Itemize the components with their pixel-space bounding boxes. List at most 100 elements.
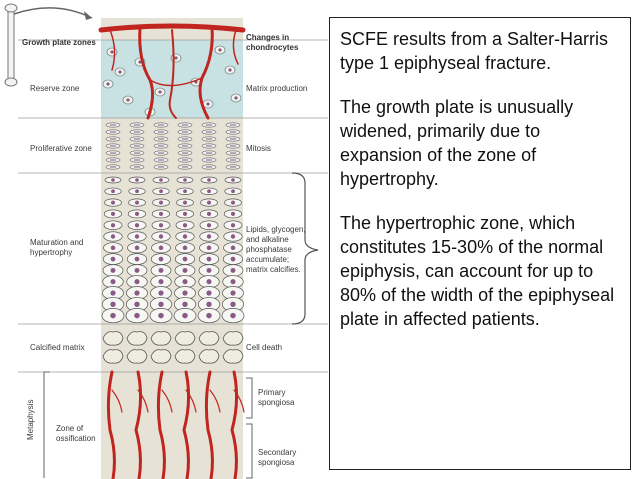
calcified-cell [150,331,172,346]
hypertrophic-chondrocyte [174,253,196,265]
hypertrophic-chondrocyte [101,297,125,312]
hypertrophic-chondrocyte [151,242,171,254]
header-growth-plate-zones: Growth plate zones [22,38,96,47]
label-hypertrophy-changes: Lipids, glycogen, and alkaline phosphata… [246,225,306,275]
growth-plate-diagram [4,3,328,479]
hypertrophic-chondrocyte [103,231,123,242]
label-maturation-line-1: Maturation and [30,238,84,247]
hypertrophic-chondrocyte [128,176,146,184]
blood-vessel [204,370,214,479]
hypertrophic-chondrocyte [103,220,123,230]
calcified-cell [198,331,220,346]
label-maturation-hypertrophy: Maturation and hypertrophy [30,238,83,258]
hypertrophic-chondrocyte [223,242,243,254]
hypertrophic-chondrocyte [103,242,123,254]
hypertrophic-chondrocyte [126,275,148,289]
hypertrophic-chondrocyte [152,176,170,184]
ossification-line-1: Zone of [56,424,84,433]
hypertrophic-chondrocyte [128,187,146,195]
blood-vessels [98,23,246,479]
hypertrophic-chondrocyte [127,209,147,219]
secondary-line-2: spongiosa [258,458,295,467]
hypertrophic-chondrocyte [199,209,219,219]
secondary-spongiosa-bracket [246,423,253,479]
calcified-cell [102,331,124,346]
calcified-cell [174,349,196,364]
hypertrophic-chondrocyte [222,264,244,277]
blood-vessel [149,77,203,87]
blood-vessel [109,29,116,71]
hypertrophic-chondrocyte [150,286,172,300]
hyper-change-line-3: phosphatase [246,245,292,254]
hypertrophic-chondrocyte [174,275,196,289]
hypertrophic-chondrocyte [152,187,170,195]
hypertrophic-chondrocyte [104,198,122,207]
reserve-chondrocyte [214,45,226,55]
hypertrophic-chondrocyte [199,231,219,242]
hypertrophic-chondrocyte [150,275,172,289]
hypertrophic-chondrocyte [152,198,170,207]
hypertrophic-chondrocyte [126,264,148,277]
hypertrophic-chondrocyte [200,176,218,184]
ossification-line-2: ossification [56,434,96,443]
label-secondary-spongiosa: Secondary spongiosa [258,448,296,468]
hypertrophic-cells [101,176,245,324]
blood-vessel [232,29,239,65]
hyper-change-line-5: matrix calcifies. [246,265,301,274]
pointer-arrow [13,7,93,20]
hypertrophic-chondrocyte [222,275,244,289]
paragraph-widened-growth-plate: The growth plate is unusually widened, p… [340,97,574,189]
calcified-cell [150,349,172,364]
label-proliferative-zone: Proliferative zone [30,144,92,153]
blood-vessel [209,389,221,413]
reserve-chondrocyte [106,47,118,57]
hypertrophic-chondrocyte [223,220,243,230]
hypertrophic-chondrocyte [173,308,197,324]
blood-vessel [134,370,143,479]
label-primary-spongiosa: Primary spongiosa [258,388,294,408]
blood-vessel [168,29,177,119]
paragraph-hypertrophic-zone: The hypertrophic zone, which constitutes… [340,213,615,329]
paragraph-scfe-fracture: SCFE results from a Salter-Harris type 1… [340,29,609,73]
hypertrophic-chondrocyte [199,220,219,230]
hypertrophic-chondrocyte [223,209,243,219]
hypertrophic-chondrocyte [151,209,171,219]
calcified-cell [174,331,196,346]
calcified-cell [102,349,124,364]
hypertrophic-chondrocyte [126,286,148,300]
hypertrophic-chondrocyte [175,242,195,254]
blood-vessel [106,370,116,479]
hypertrophic-chondrocyte [175,209,195,219]
calcified-cell [198,349,220,364]
hypertrophic-chondrocyte [151,231,171,242]
hypertrophic-chondrocyte [176,187,194,195]
hypertrophic-chondrocyte [198,275,220,289]
blood-vessel [137,389,149,413]
hypertrophic-chondrocyte [104,187,122,195]
label-reserve-zone: Reserve zone [30,84,80,93]
hypertrophic-chondrocyte [176,176,194,184]
hypertrophic-chondrocyte [103,209,123,219]
hypertrophic-chondrocyte [223,231,243,242]
femur-bone-icon [4,3,18,87]
hypertrophic-chondrocyte [222,286,244,300]
primary-spongiosa-bracket [246,377,253,419]
blood-vessel [98,23,246,33]
blood-vessel [156,370,166,479]
hypertrophic-chondrocyte [200,198,218,207]
label-matrix-production: Matrix production [246,84,308,93]
hyper-change-line-1: Lipids, glycogen, [246,225,306,234]
primary-line-2: spongiosa [258,398,295,407]
hypertrophic-chondrocyte [198,264,220,277]
hypertrophic-chondrocyte [127,220,147,230]
label-metaphysis: Metaphysis [26,399,35,440]
hypertrophic-chondrocyte [128,198,146,207]
hyper-change-line-2: and alkaline [246,235,289,244]
header-right-line-2: chondrocytes [246,43,299,52]
reserve-chondrocyte [202,99,214,109]
hypertrophic-chondrocyte [149,308,173,324]
primary-line-1: Primary [258,388,286,397]
hypertrophic-chondrocyte [150,253,172,265]
header-changes-in-chondrocytes: Changes in chondrocytes [246,33,298,53]
hypertrophic-chondrocyte [104,176,122,184]
